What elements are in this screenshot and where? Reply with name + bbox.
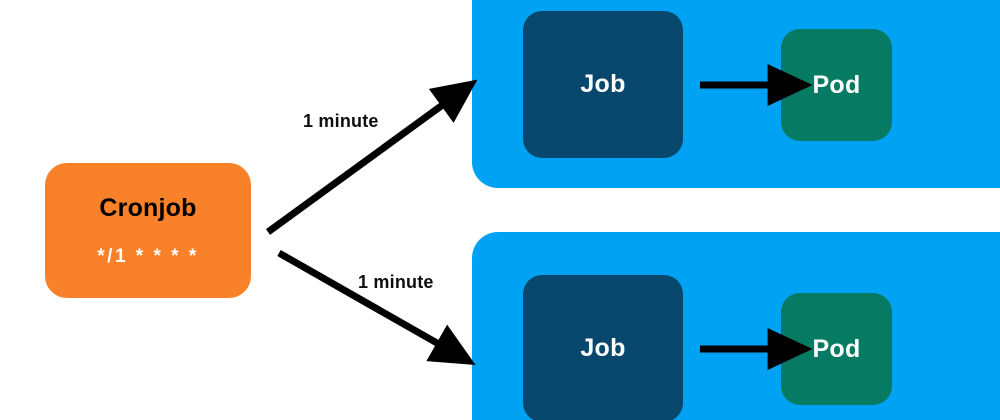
job-node-bottom[interactable]: Job	[523, 275, 683, 420]
pod-node-top[interactable]: Pod	[781, 29, 892, 141]
edge-label-bottom: 1 minute	[358, 272, 434, 292]
cronjob-schedule-expression: */1 * * * *	[97, 245, 199, 267]
cronjob-title: Cronjob	[99, 193, 197, 222]
pod-node-top-label: Pod	[812, 70, 861, 99]
arrow-cronjob-to-bottom-group	[277, 249, 476, 366]
edge-label-top: 1 minute	[303, 111, 379, 131]
job-node-bottom-label: Job	[580, 334, 626, 362]
pod-node-bottom-label: Pod	[812, 334, 861, 363]
job-node-top-label: Job	[580, 70, 626, 98]
job-node-top[interactable]: Job	[523, 11, 683, 158]
pod-node-bottom[interactable]: Pod	[781, 293, 892, 405]
cronjob-node[interactable]: Cronjob */1 * * * *	[45, 163, 251, 298]
